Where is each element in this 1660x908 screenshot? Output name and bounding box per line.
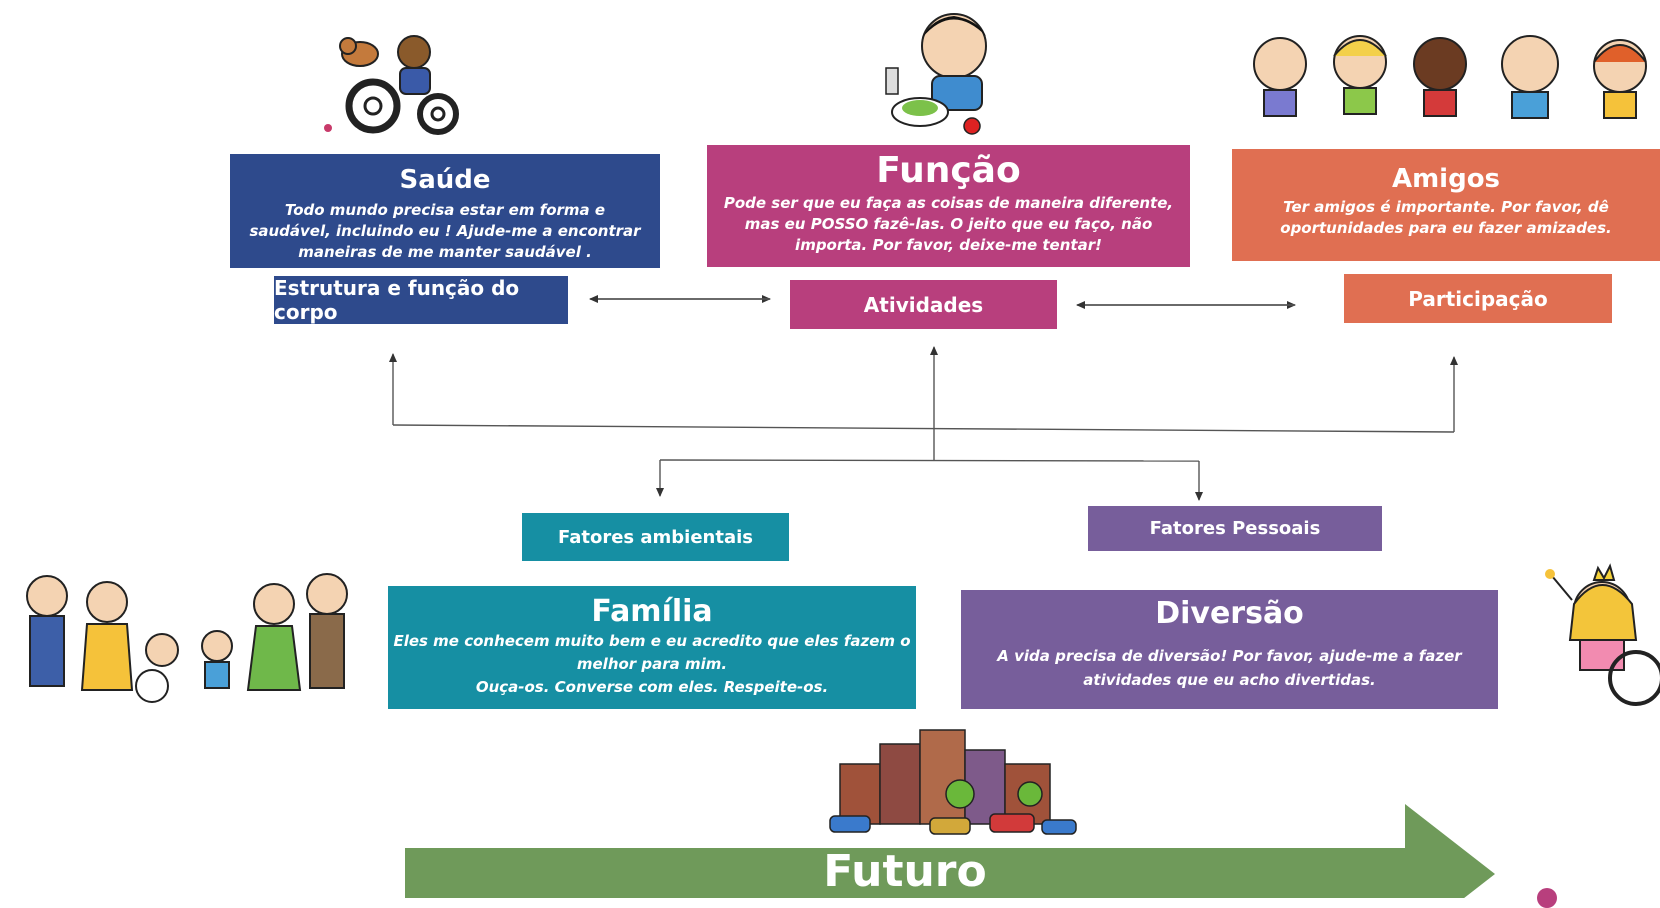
- diversao-body: A vida precisa de diversão! Por favor, a…: [997, 647, 1462, 689]
- amigos-title: Amigos: [1391, 164, 1501, 194]
- boy-eating-illustration: [885, 13, 987, 135]
- funcao-body: Pode ser que eu faça as coisas de maneir…: [723, 194, 1174, 254]
- saude-box: Saúde Todo mundo precisa estar em forma …: [230, 154, 660, 268]
- princess-wheelchair-illustration: [1545, 563, 1660, 706]
- funcao-box: Função Pode ser que eu faça as coisas de…: [707, 145, 1190, 267]
- amigos-body: Ter amigos é importante. Por favor, dê o…: [1280, 198, 1612, 237]
- saude-title: Saúde: [399, 165, 491, 195]
- fatores-pessoais-label: Fatores Pessoais: [1088, 506, 1382, 551]
- friends-illustration: [1253, 35, 1647, 119]
- diversao-box: Diversão A vida precisa de diversão! Por…: [961, 590, 1498, 709]
- futuro-label: Futuro: [823, 846, 987, 897]
- familia-box: Família Eles me conhecem muito bem e eu …: [388, 586, 916, 709]
- familia-body: Eles me conhecem muito bem e eu acredito…: [393, 632, 911, 696]
- fatores-ambientais-label: Fatores ambientais: [522, 513, 789, 561]
- city-illustration: [829, 729, 1077, 835]
- saude-body: Todo mundo precisa estar em forma e saud…: [249, 201, 641, 261]
- funcao-label: Atividades: [790, 280, 1057, 329]
- familia-title: Família: [591, 594, 713, 629]
- wheelchair-kid-illustration: [324, 35, 459, 135]
- decorative-dot: [1537, 888, 1557, 908]
- futuro-arrow: [405, 804, 1495, 898]
- amigos-label: Participação: [1344, 274, 1612, 323]
- saude-label: Estrutura e função do corpo: [274, 276, 568, 324]
- amigos-box: Amigos Ter amigos é importante. Por favo…: [1232, 149, 1660, 261]
- horizontal-connector: [392, 424, 1455, 433]
- diversao-title: Diversão: [1155, 596, 1304, 631]
- funcao-title: Função: [876, 150, 1021, 191]
- lower-connector: [659, 459, 1200, 462]
- family-illustration: [26, 573, 348, 703]
